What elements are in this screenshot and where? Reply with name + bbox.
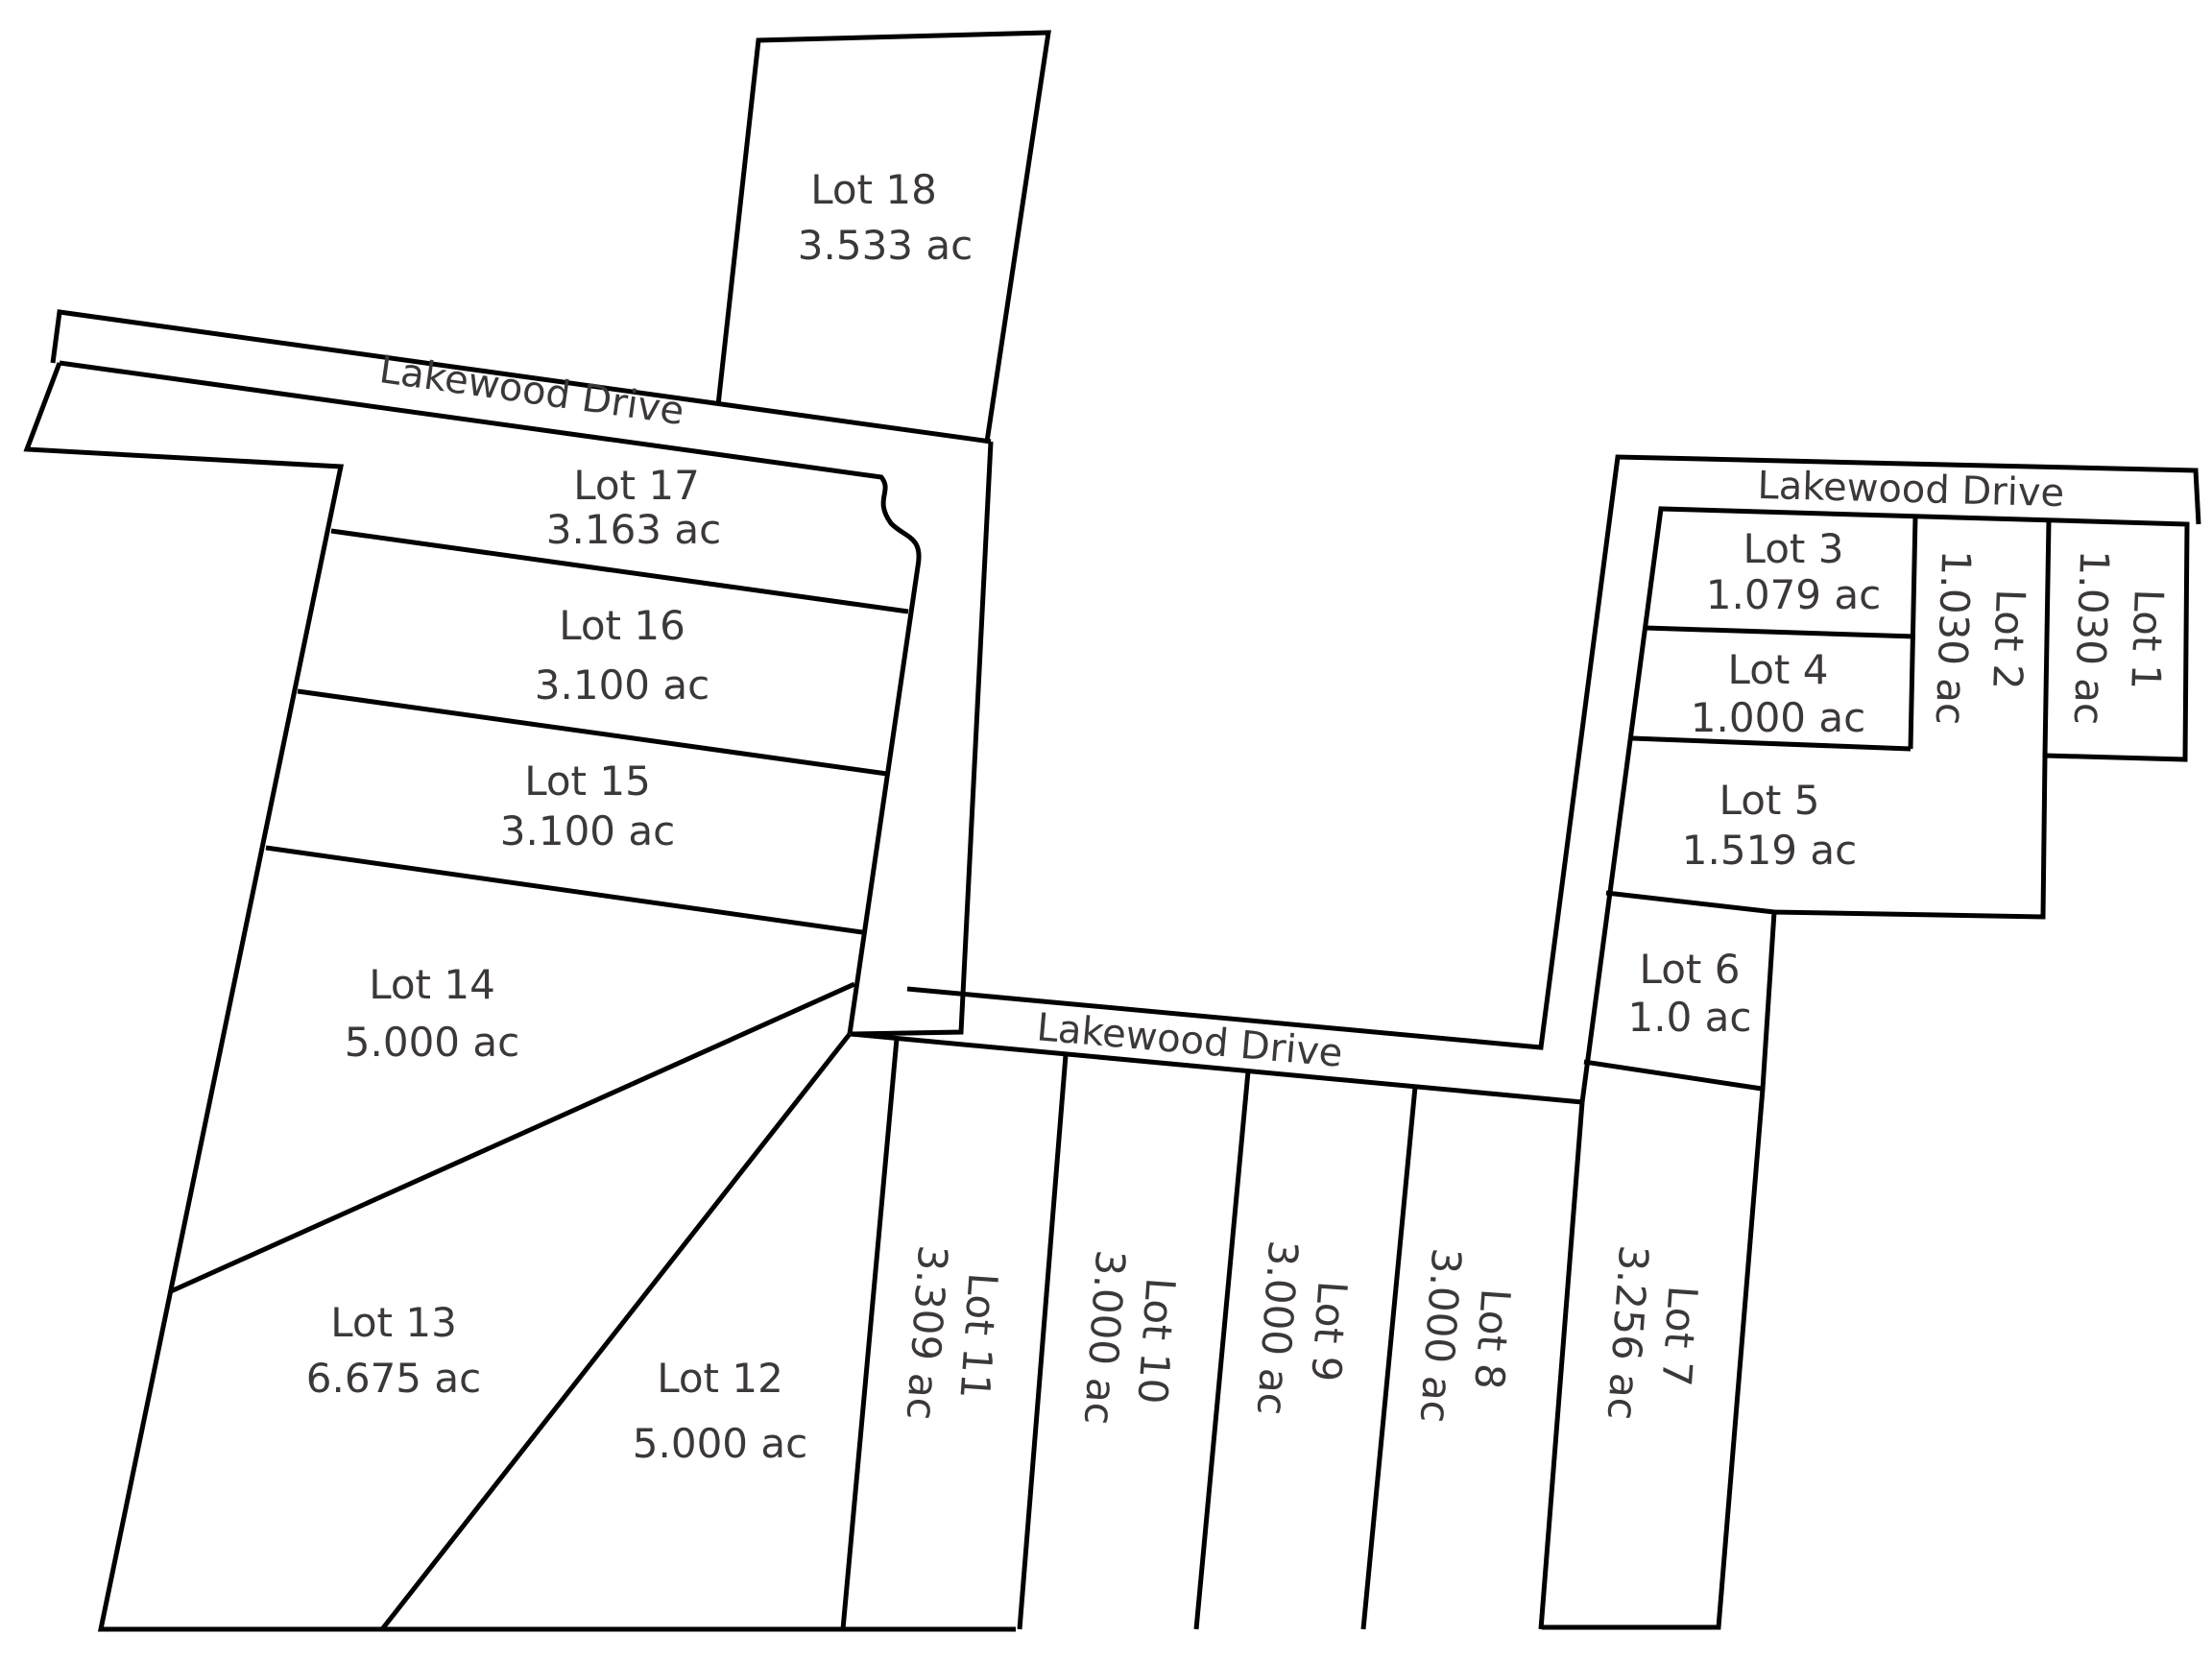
lot-14-label: Lot 14 5.000 ac [345, 961, 519, 1066]
lot-8-name: Lot 8 [1465, 1287, 1519, 1391]
lot-line-7-6 [1583, 1059, 1763, 1092]
lot-1-name: Lot 1 [2122, 589, 2173, 691]
lot-15-label: Lot 15 3.100 ac [500, 757, 675, 854]
lot-13-area: 6.675 ac [306, 1355, 481, 1402]
lot-line-3-2 [1908, 516, 1918, 750]
lot-9-area: 3.000 ac [1248, 1238, 1308, 1416]
lot-10-area: 3.000 ac [1075, 1248, 1135, 1426]
lot-4-area: 1.000 ac [1691, 694, 1865, 741]
lot-6-area: 1.0 ac [1628, 994, 1752, 1041]
lot-line-14-13 [169, 981, 856, 1294]
lot-line-16-15 [297, 688, 888, 777]
lot-3-area: 1.079 ac [1706, 571, 1881, 618]
lot-10-label: Lot 10 3.000 ac [1075, 1248, 1185, 1426]
lot-13-name: Lot 13 [330, 1299, 457, 1346]
lot-1-label: Lot 1 1.030 ac [2065, 549, 2173, 726]
plat-linework [23, 30, 2201, 1632]
lot-17-area: 3.163 ac [546, 506, 721, 553]
lot-11-area: 3.309 ac [898, 1243, 957, 1421]
lot-labels: Lot 18 3.533 ac Lot 17 3.163 ac Lot 16 3… [306, 166, 2173, 1467]
lot-18-label: Lot 18 3.533 ac [798, 166, 973, 269]
lot-line-17-16 [330, 528, 909, 614]
lakewood-drive-label-west: Lakewood Drive [376, 348, 686, 434]
lot-7-name: Lot 7 [1652, 1285, 1706, 1388]
lot-5-label: Lot 5 1.519 ac [1682, 777, 1857, 874]
lot-line-5-4 [1631, 735, 1911, 752]
lot-5-area: 1.519 ac [1682, 827, 1857, 874]
lakewood-drive-label-east: Lakewood Drive [1757, 464, 2065, 516]
lot-5-name: Lot 5 [1719, 777, 1820, 824]
lot-11-name: Lot 11 [950, 1271, 1006, 1401]
lot-line-13-12 [380, 1032, 852, 1631]
lot-line-8-7 [1538, 1101, 1585, 1630]
lot-3-name: Lot 3 [1743, 525, 1844, 572]
lot-10-name: Lot 10 [1128, 1276, 1184, 1406]
lot-line-9-8 [1360, 1086, 1418, 1630]
lot-line-6-5 [1605, 890, 1775, 915]
lakewood-drive-south-edge [850, 1031, 1583, 1105]
lot-16-area: 3.100 ac [535, 661, 709, 709]
lot-6-name: Lot 6 [1640, 946, 1741, 993]
lot-18-outline [715, 30, 1051, 443]
lot-3-label: Lot 3 1.079 ac [1706, 525, 1881, 618]
lot-18-area: 3.533 ac [798, 222, 973, 269]
lot-15-name: Lot 15 [524, 757, 651, 805]
lot-1-area: 1.030 ac [2065, 549, 2118, 726]
lot-16-name: Lot 16 [559, 602, 685, 649]
lot-17-name: Lot 17 [573, 462, 700, 509]
lot-9-name: Lot 9 [1302, 1280, 1356, 1383]
lot-18-name: Lot 18 [810, 166, 937, 213]
lot-2-area: 1.030 ac [1927, 549, 1980, 726]
lot-14-name: Lot 14 [369, 961, 495, 1008]
lot-16-label: Lot 16 3.100 ac [535, 602, 709, 709]
lot-15-area: 3.100 ac [500, 807, 675, 854]
lot-7-area: 3.256 ac [1599, 1243, 1658, 1421]
west-block-boundary [850, 441, 994, 1037]
lot-17-label: Lot 17 3.163 ac [546, 462, 721, 553]
lot-line-4-3 [1645, 625, 1916, 639]
lot-line-11-10 [1017, 1054, 1069, 1630]
lot-lines [169, 516, 2052, 1631]
lot-9-label: Lot 9 3.000 ac [1248, 1238, 1357, 1416]
west-block-outline [23, 362, 1016, 1632]
lot-line-2-1 [2042, 519, 2052, 757]
lot-6-label: Lot 6 1.0 ac [1628, 946, 1752, 1041]
east-block-outline [1542, 506, 2190, 1630]
lakewood-drive-west-edge [50, 309, 992, 445]
lot-line-12-11 [840, 1038, 900, 1630]
lot-12-label: Lot 12 5.000 ac [633, 1355, 807, 1467]
lot-2-name: Lot 2 [1984, 589, 2034, 691]
lot-2-label: Lot 2 1.030 ac [1927, 549, 2034, 726]
lot-12-name: Lot 12 [657, 1355, 783, 1402]
lot-7-label: Lot 7 3.256 ac [1599, 1243, 1707, 1421]
lot-12-area: 5.000 ac [633, 1420, 807, 1467]
lot-line-10-9 [1193, 1070, 1251, 1630]
lot-14-area: 5.000 ac [345, 1019, 519, 1066]
lot-4-label: Lot 4 1.000 ac [1691, 646, 1865, 741]
lakewood-drive-center-edge [906, 454, 2201, 1050]
lot-4-name: Lot 4 [1728, 646, 1829, 693]
lot-8-label: Lot 8 3.000 ac [1411, 1246, 1520, 1424]
lot-17-curved-edge [59, 360, 922, 1035]
lot-13-label: Lot 13 6.675 ac [306, 1299, 481, 1402]
lot-11-label: Lot 11 3.309 ac [898, 1243, 1007, 1421]
lot-line-15-14 [265, 845, 863, 935]
lot-8-area: 3.000 ac [1411, 1246, 1471, 1424]
